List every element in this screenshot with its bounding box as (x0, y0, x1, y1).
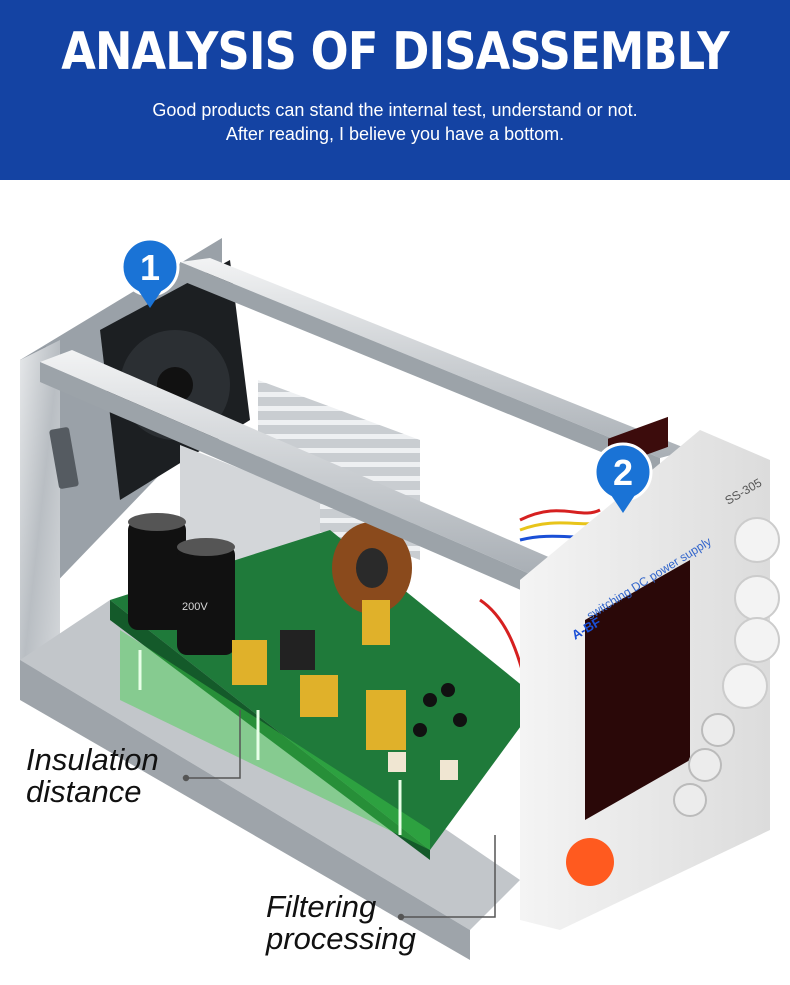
filtering-label-line-1: Filtering (266, 889, 377, 924)
page-title: ANALYSIS OF DISASSEMBLY (61, 22, 729, 82)
chassis-base (20, 600, 520, 960)
header-banner: ANALYSIS OF DISASSEMBLY Good products ca… (0, 0, 790, 180)
capacitors: 200V (128, 513, 235, 655)
disassembly-photo: 200V switching DC power su (20, 237, 780, 960)
callout-lines (182, 710, 496, 921)
power-button (566, 838, 614, 886)
chassis-rails (40, 258, 690, 594)
badge-1: 1 (120, 237, 180, 308)
badge-2-number: 2 (613, 452, 633, 493)
badge-2: 2 (593, 442, 653, 513)
insulation-distance-label: Insulation distance (26, 744, 159, 808)
subtitle-line-1: Good products can stand the internal tes… (152, 100, 638, 120)
subtitle-line-2: After reading, I believe you have a bott… (225, 124, 565, 144)
output-terminals (673, 713, 735, 817)
control-knobs (722, 517, 780, 709)
toroid-inductor (332, 522, 412, 614)
capacitor-label: 200V (182, 601, 208, 613)
filtering-processing-label: Filtering processing (266, 891, 416, 955)
front-panel: switching DC power supply A-BF SS-305 (520, 416, 770, 930)
chassis-left-wall (20, 340, 79, 700)
insulation-label-line-2: distance (26, 774, 142, 809)
insulation-highlight (120, 630, 430, 850)
filtering-label-line-2: processing (266, 921, 416, 956)
badge-1-number: 1 (140, 247, 160, 288)
insulation-label-line-1: Insulation (26, 742, 159, 777)
pcb-components (232, 600, 467, 780)
